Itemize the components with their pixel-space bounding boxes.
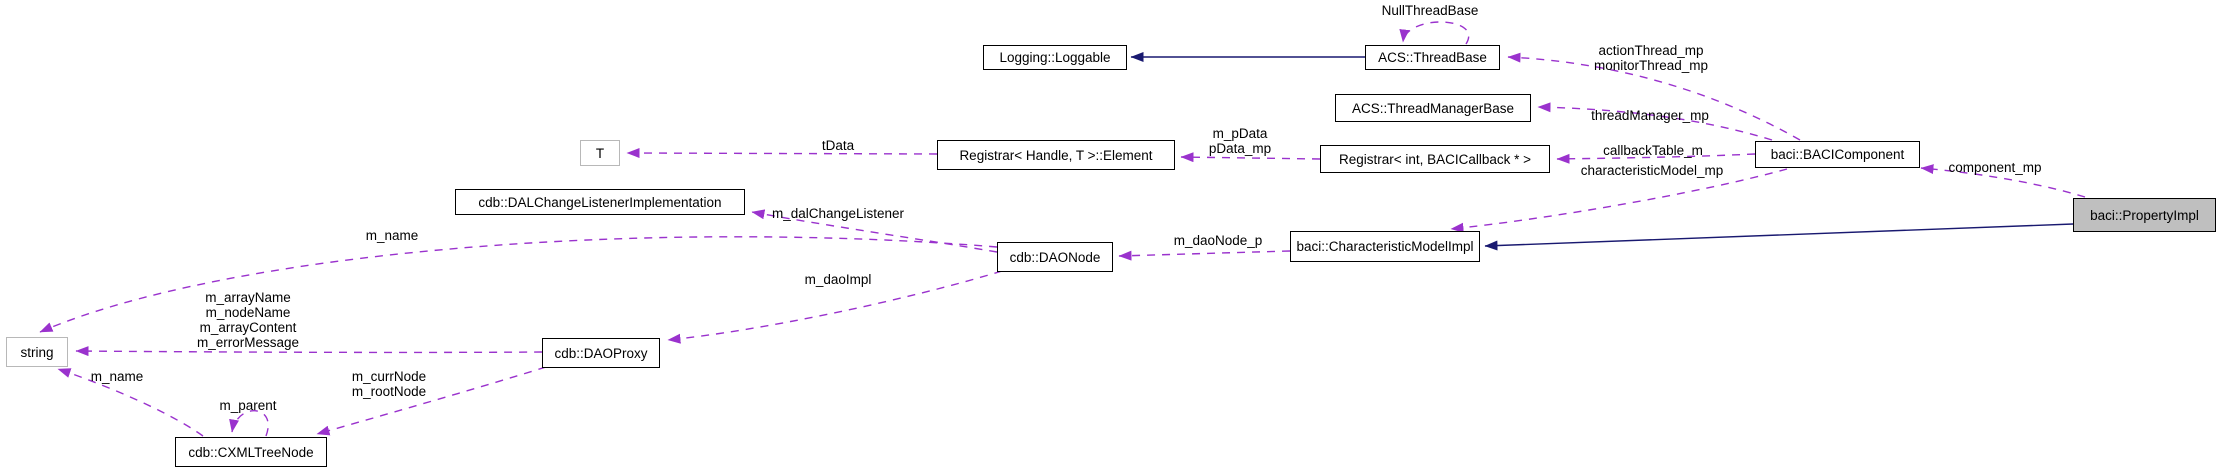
class-node-t: T [580,140,620,166]
edge-label-tdata: tData [821,138,855,153]
class-node-cdb-dalchangelistenerimplementation[interactable]: cdb::DALChangeListenerImplementation [455,189,745,215]
edge-label-dalchangelistener: m_dalChangeListener [771,206,905,221]
class-node-acs-threadmanagerbase[interactable]: ACS::ThreadManagerBase [1335,94,1531,122]
class-node-string: string [6,337,68,367]
edge-label-threadmanager-mp: threadManager_mp [1591,108,1709,123]
edge-label-nullthreadbase: NullThreadBase [1381,3,1479,18]
edge-daonode-to-daoproxy [667,270,1003,344]
edge-registrar-element-to-t [626,148,938,159]
class-node-cdb-daoproxy[interactable]: cdb::DAOProxy [542,338,660,368]
edge-label-mname-cxmltreenode: m_name [90,369,144,384]
class-node-cdb-cxmltreenode[interactable]: cdb::CXMLTreeNode [175,437,327,467]
edge-label-daoimpl: m_daoImpl [804,272,872,287]
edge-bacicomponent-to-registrar-int [1556,153,1756,164]
class-node-baci-propertyimpl[interactable]: baci::PropertyImpl [2073,198,2216,232]
class-node-logging-loggable[interactable]: Logging::Loggable [983,45,1127,70]
edge-registrar-int-to-registrar-element [1180,152,1321,163]
edge-label-daonode-p: m_daoNode_p [1173,233,1263,248]
edge-daoproxy-to-cxmltreenode [316,366,547,436]
class-node-baci-characteristicmodelimpl[interactable]: baci::CharacteristicModelImpl [1290,231,1480,262]
edge-label-string-members: m_arrayName m_nodeName m_arrayContent m_… [196,290,300,350]
edge-propertyimpl-to-bacicomponent [1920,164,2086,198]
edge-label-mname-daonode: m_name [365,228,419,243]
edge-cxmltreenode-to-string-mname [57,368,204,437]
edge-nullthreadbase-self-loop [1399,21,1470,45]
class-node-registrar-element[interactable]: Registrar< Handle, T >::Element [937,140,1175,170]
edge-label-characteristicmodel-mp: characteristicModel_mp [1580,163,1724,178]
edge-daoproxy-to-string-members [75,346,543,357]
edge-label-action-monitor-thread: actionThread_mp monitorThread_mp [1593,43,1709,73]
edge-propertyimpl-inherits-charmodel [1484,223,2074,251]
class-node-baci-bacicomponent[interactable]: baci::BACIComponent [1755,141,1920,168]
class-node-registrar-int-bacicallback[interactable]: Registrar< int, BACICallback * > [1320,145,1550,173]
edge-label-mpdata-pdata-mp: m_pData pData_mp [1208,126,1272,156]
edge-charmodel-to-daonode [1118,250,1291,261]
class-node-acs-threadbase[interactable]: ACS::ThreadBase [1365,45,1500,70]
edge-label-currnode-rootnode: m_currNode m_rootNode [351,369,427,399]
edge-daonode-to-dallistener [751,209,998,253]
edge-label-callbacktable-m: callbackTable_m [1603,143,1703,158]
edge-bacicomponent-to-charmodel [1450,168,1788,233]
edge-daonode-to-string-mname [39,236,998,333]
edge-bacicomponent-to-threadbase [1507,52,1801,141]
edge-label-component-mp: component_mp [1948,160,2042,175]
class-node-cdb-daonode[interactable]: cdb::DAONode [997,242,1113,272]
edge-label-mparent: m_parent [219,398,277,413]
edge-cxmltreenode-parent-self-loop [229,410,269,437]
